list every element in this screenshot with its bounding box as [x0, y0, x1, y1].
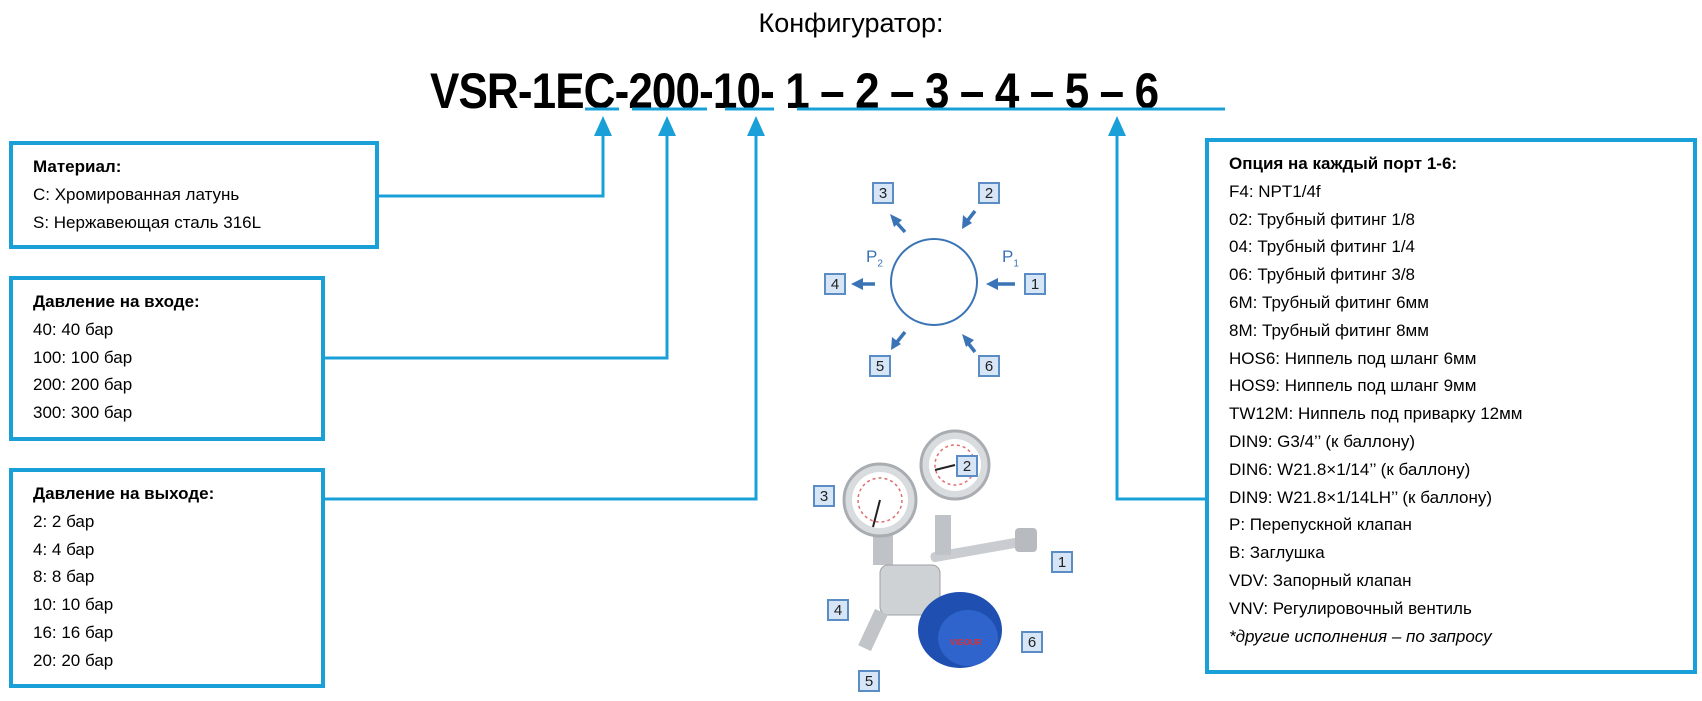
- port-note: *другие исполнения – по запросу: [1229, 626, 1492, 646]
- port-5-badge: 5: [869, 355, 891, 377]
- configurator-title: Конфигуратор:: [758, 8, 944, 38]
- material-option: C: Хромированная латунь: [33, 184, 240, 204]
- port-option: B: Заглушка: [1229, 543, 1325, 563]
- connector-outlet: [325, 132, 758, 501]
- code-separator: -: [760, 63, 786, 119]
- outlet-option: 4: 4 бар: [33, 539, 95, 559]
- port-option: HOS9: Ниппель под шланг 9мм: [1229, 376, 1477, 396]
- port-option: 02: Трубный фитинг 1/8: [1229, 209, 1416, 229]
- outlet-heading: Давление на выходе:: [33, 484, 215, 503]
- outlet-pressure-box: Давление на выходе: 2: 2 бар 4: 4 бар 8:…: [9, 468, 325, 688]
- connector-inlet: [325, 132, 669, 360]
- connector-ports: [1115, 132, 1205, 501]
- port-4-badge: 4: [824, 273, 846, 295]
- photo-port-6: 6: [1021, 631, 1043, 653]
- port-schematic: [851, 209, 1015, 354]
- port-1-badge: 1: [1024, 273, 1046, 295]
- port-option: F4: NPT1/4f: [1229, 181, 1321, 201]
- port-option: VNV: Регулировочный вентиль: [1229, 598, 1472, 618]
- brand-logo: VIGOUR: [950, 638, 982, 647]
- arrow-up-icon: [747, 116, 765, 136]
- port-option: DIN9: W21.8×1/14LH’’ (к баллону): [1229, 487, 1493, 507]
- arrow-up-icon: [658, 116, 676, 136]
- inlet-option: 300: 300 бар: [33, 403, 133, 423]
- port-options-box: Опция на каждый порт 1-6: F4: NPT1/4f 02…: [1205, 138, 1697, 674]
- p1-label: P1: [1002, 247, 1019, 270]
- inlet-option: 40: 40 бар: [33, 319, 114, 339]
- inlet-option: 100: 100 бар: [33, 347, 133, 367]
- port-heading: Опция на каждый порт 1-6:: [1229, 154, 1458, 173]
- arrow-up-icon: [1108, 116, 1126, 136]
- code-separator: -: [614, 63, 630, 119]
- port-3-badge: 3: [872, 182, 894, 204]
- inlet-heading: Давление на входе:: [33, 292, 200, 311]
- port-option: 6M: Трубный фитинг 6мм: [1229, 292, 1429, 312]
- port-option: HOS6: Ниппель под шланг 6мм: [1229, 348, 1477, 368]
- port-option: 06: Трубный фитинг 3/8: [1229, 265, 1416, 285]
- material-box: Материал: C: Хромированная латунь S: Нер…: [9, 141, 379, 249]
- photo-port-5: 5: [858, 670, 880, 692]
- material-option: S: Нержавеющая сталь 316L: [33, 212, 262, 232]
- port-2-badge: 2: [978, 182, 1000, 204]
- port-option: DIN9: G3/4’’ (к баллону): [1229, 431, 1416, 451]
- port-option: 8M: Трубный фитинг 8мм: [1229, 320, 1429, 340]
- code-prefix: VSR-1E: [430, 63, 585, 119]
- inlet-option: 200: 200 бар: [33, 375, 133, 395]
- p2-label: P2: [866, 247, 883, 270]
- outlet-option: 8: 8 бар: [33, 567, 95, 587]
- port-option: VDV: Запорный клапан: [1229, 570, 1412, 590]
- connector-material: [379, 132, 605, 198]
- port-option: TW12M: Ниппель под приварку 12мм: [1229, 404, 1523, 424]
- photo-port-1: 1: [1051, 551, 1073, 573]
- inlet-pressure-box: Давление на входе: 40: 40 бар 100: 100 б…: [9, 276, 325, 441]
- port-6-badge: 6: [978, 355, 1000, 377]
- photo-port-2: 2: [956, 455, 978, 477]
- outlet-option: 20: 20 бар: [33, 650, 114, 670]
- port-option: 04: Трубный фитинг 1/4: [1229, 237, 1416, 257]
- port-option: DIN6: W21.8×1/14’’ (к баллону): [1229, 459, 1471, 479]
- photo-port-4: 4: [827, 599, 849, 621]
- material-heading: Материал:: [33, 157, 122, 176]
- outlet-option: 10: 10 бар: [33, 595, 114, 615]
- regulator-photo: VIGOUR: [842, 429, 1037, 668]
- outlet-option: 2: 2 бар: [33, 511, 95, 531]
- photo-port-3: 3: [813, 485, 835, 507]
- code-separator: -: [699, 63, 714, 119]
- port-option: P: Перепускной клапан: [1229, 515, 1412, 535]
- arrow-up-icon: [594, 116, 612, 136]
- outlet-option: 16: 16 бар: [33, 622, 114, 642]
